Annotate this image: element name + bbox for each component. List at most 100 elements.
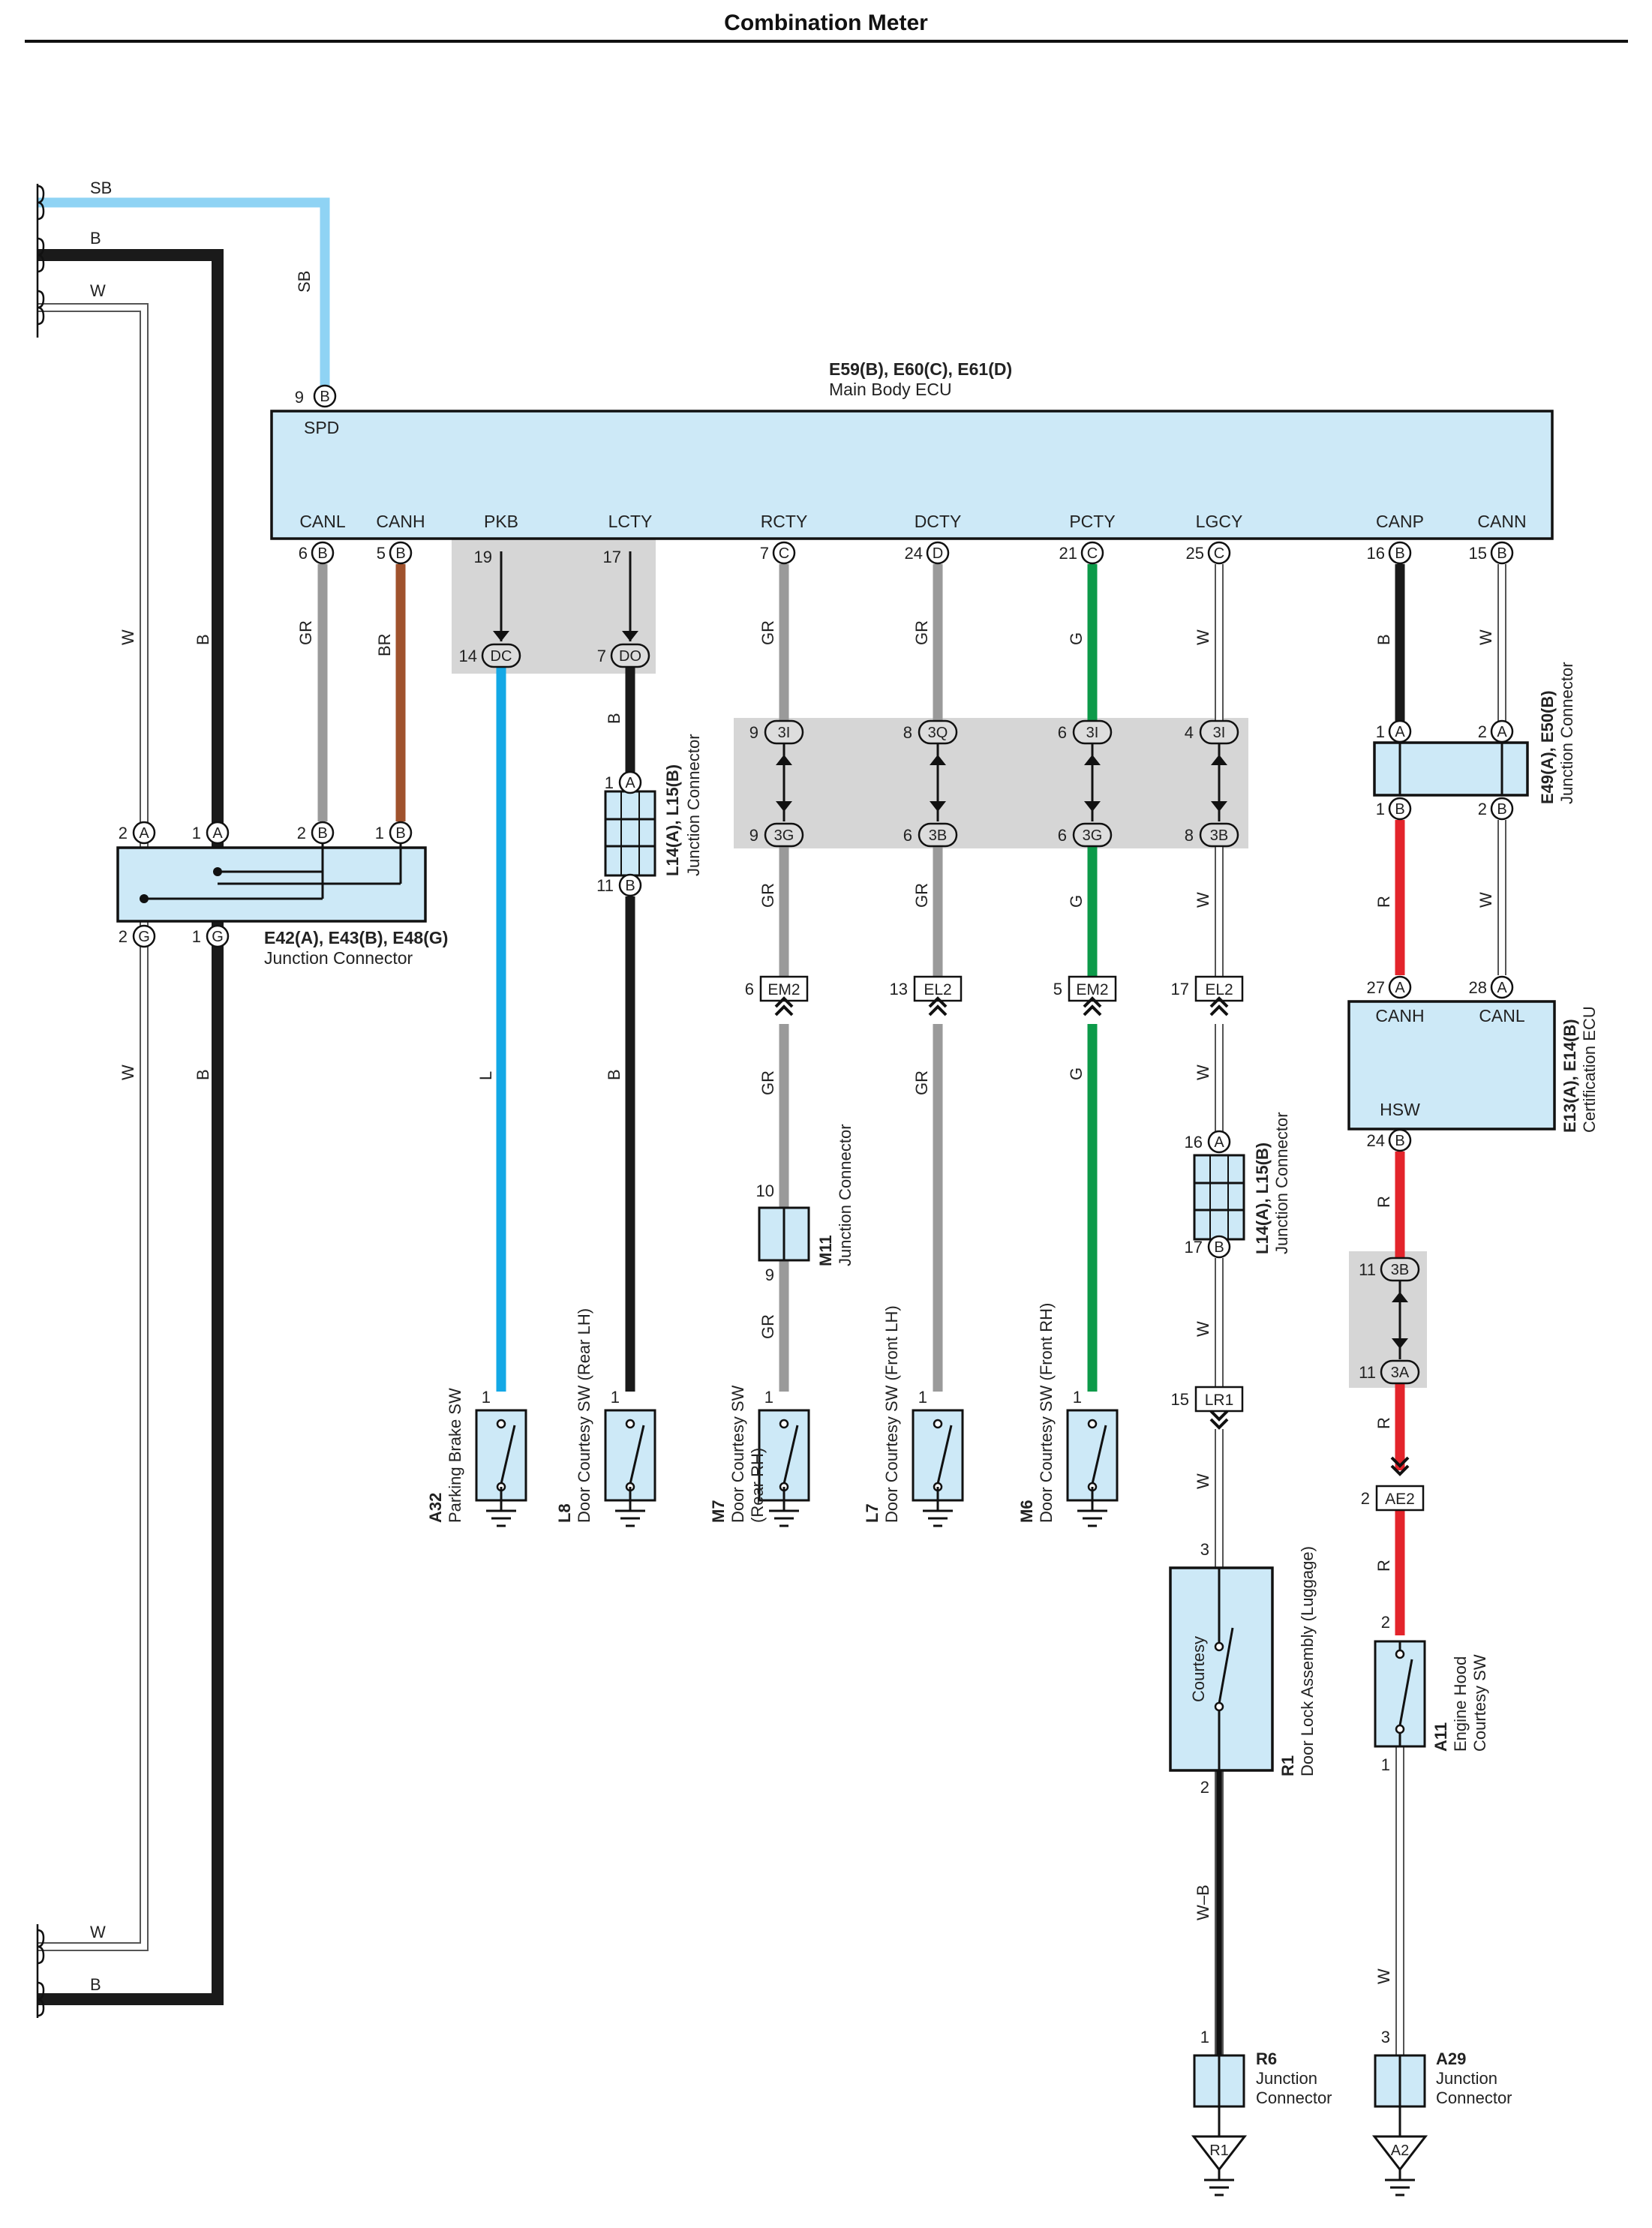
jc3b-bottom-pill bbox=[1380, 1359, 1420, 1385]
jc3b-top-pin: 11 bbox=[1359, 1260, 1376, 1279]
jc3-top-2-code: 3I bbox=[1086, 725, 1099, 741]
a29-desc1: Junction bbox=[1436, 2069, 1497, 2088]
jc3-bottom-pin-1: 6 bbox=[903, 826, 912, 845]
wire-code-hsw-r-1: R bbox=[1374, 1196, 1393, 1208]
jc3-top-1-code: 3Q bbox=[928, 725, 948, 741]
wire-code-w-1: W bbox=[119, 629, 137, 645]
switch-m6-blade bbox=[1091, 1425, 1107, 1485]
wire-code-mid-1-1: GR bbox=[912, 620, 931, 645]
plug-chev-2 bbox=[1083, 996, 1102, 1016]
jc3-bottom-0-code: 3G bbox=[774, 827, 794, 844]
switch-desc-l7: Door Courtesy SW (Front LH) bbox=[882, 1305, 901, 1523]
ecu-terminal-label-pkb: PKB bbox=[484, 512, 518, 531]
ecu-terminal-label-dcty: DCTY bbox=[915, 512, 962, 531]
plug-lr1-box bbox=[1194, 1386, 1244, 1413]
jc3-up-0 bbox=[776, 755, 792, 765]
a11-pin-bottom: 1 bbox=[1381, 1755, 1390, 1774]
r1-code: R1 bbox=[1278, 1755, 1297, 1776]
j1-top-pin-0-circle bbox=[132, 821, 156, 845]
jc3-bottom-pin-0: 9 bbox=[749, 826, 758, 845]
switch-code-a32: A32 bbox=[426, 1493, 445, 1523]
shade-jc-3 bbox=[734, 718, 1248, 848]
plug-pin-1: 13 bbox=[890, 980, 908, 998]
ecu-pin-rcty-circle bbox=[772, 541, 796, 565]
jc-l14-lgcy-name: L14(A), L15(B) bbox=[1253, 1143, 1272, 1254]
r1-blade bbox=[1218, 1627, 1234, 1704]
jc3b-top-code: 3B bbox=[1391, 1262, 1409, 1278]
switch-l7-contact-top bbox=[933, 1419, 943, 1429]
jc3-bottom-1-code: 3B bbox=[929, 827, 947, 844]
j1-top-pin-2-circle bbox=[311, 821, 335, 845]
jc3-bottom-pin-3: 8 bbox=[1185, 826, 1194, 845]
ecu-pin-canl-circle bbox=[311, 541, 335, 565]
wire-code-pcty-3: G bbox=[1067, 1067, 1086, 1080]
wire-code-pkb-l: L bbox=[476, 1071, 495, 1080]
jc3-top-0-pill bbox=[764, 719, 804, 745]
a29-pin: 3 bbox=[1381, 2028, 1390, 2046]
wire-code-wb: W–B bbox=[1194, 1884, 1212, 1920]
bracket-b bbox=[37, 237, 45, 273]
ecu-pin-cann-letter: B bbox=[1497, 545, 1506, 562]
jc3b-bottom-pin: 11 bbox=[1359, 1363, 1376, 1382]
bus-label-w-top: W bbox=[90, 281, 106, 300]
plug-ae2-box bbox=[1375, 1485, 1425, 1512]
r1-pin-top: 3 bbox=[1200, 1540, 1209, 1559]
plug-0-code: EM2 bbox=[767, 981, 800, 998]
e49-bottom-0-letter: B bbox=[1395, 801, 1404, 818]
jc-l14-lcty-bottom-letter: B bbox=[625, 878, 635, 894]
plug-0-box bbox=[759, 975, 809, 1002]
plug-lr1-pin: 15 bbox=[1171, 1390, 1189, 1409]
wire-code-a11-w: W bbox=[1374, 1968, 1393, 1984]
j1-top-pin-2-letter: B bbox=[317, 825, 327, 842]
ecu-spd-label: SPD bbox=[304, 418, 339, 437]
ecu-pin-rcty-letter: C bbox=[779, 545, 789, 562]
r1-contact-top bbox=[1214, 1641, 1224, 1652]
cert-pin-canl-number: 28 bbox=[1469, 978, 1487, 997]
ecu-pin-canp-letter: B bbox=[1395, 545, 1404, 562]
jc3b-down bbox=[1392, 1338, 1408, 1349]
jc3b-top-pill bbox=[1380, 1257, 1420, 1282]
cert-pin-hsw-circle bbox=[1388, 1128, 1412, 1152]
ecu-pin-dcty-circle bbox=[926, 541, 950, 565]
wire-b-bus bbox=[38, 249, 224, 2005]
jc3-bottom-2-code: 3G bbox=[1083, 827, 1103, 844]
jc-l14-lgcy-bottom-letter: B bbox=[1214, 1239, 1224, 1256]
main-body-ecu-desc: Main Body ECU bbox=[829, 380, 952, 399]
switch-pin-3: 1 bbox=[918, 1388, 927, 1407]
ae2-chev bbox=[1390, 1456, 1410, 1476]
jc-l14-lgcy-top-pin: 16 bbox=[1185, 1133, 1203, 1152]
jc-l14-lgcy-bottom-circle bbox=[1207, 1235, 1231, 1259]
jc3-bottom-3-pill bbox=[1199, 822, 1239, 848]
ecu-terminal-label-lgcy: LGCY bbox=[1196, 512, 1243, 531]
plug-pin-3: 17 bbox=[1171, 980, 1189, 998]
wire-code-lcty-b-2: B bbox=[605, 1069, 623, 1080]
jc3-down-2 bbox=[1084, 801, 1101, 812]
wire-code-hsw-r-3: R bbox=[1374, 1560, 1393, 1572]
switch-m6-contact-top bbox=[1087, 1419, 1098, 1429]
r1-box bbox=[1169, 1566, 1274, 1772]
plug-lr1-code: LR1 bbox=[1205, 1392, 1234, 1409]
a11-pin-top: 2 bbox=[1381, 1613, 1390, 1632]
ecu-pin-spd-circle bbox=[313, 384, 337, 408]
switch-l8-contact-top bbox=[625, 1419, 635, 1429]
switch-desc2-m7: (Rear RH) bbox=[748, 1448, 767, 1523]
r6-desc2: Connector bbox=[1256, 2088, 1332, 2107]
jc3-top-pin-3: 4 bbox=[1185, 723, 1194, 742]
switch-pin-0: 1 bbox=[482, 1388, 491, 1407]
jc3-up-3 bbox=[1211, 755, 1227, 765]
e49-top-1-circle bbox=[1490, 719, 1514, 743]
jc3-bottom-2-pill bbox=[1072, 822, 1113, 848]
cert-hsw-label: HSW bbox=[1380, 1100, 1420, 1119]
r6-code: R6 bbox=[1256, 2049, 1277, 2068]
j1-node-2 bbox=[213, 867, 222, 876]
cert-pin-canl-letter: A bbox=[1497, 980, 1507, 996]
ecu-pin-number-rcty: 7 bbox=[760, 544, 769, 563]
jc3-down-0 bbox=[776, 801, 792, 812]
wire-code-lcty-b-1: B bbox=[605, 713, 623, 724]
plug-ae2-code: AE2 bbox=[1385, 1491, 1415, 1508]
wire-code-mid-0-1: GR bbox=[758, 620, 777, 645]
bus-label-b-top: B bbox=[90, 229, 101, 248]
ecu-pin-number-lcty: 17 bbox=[603, 548, 621, 566]
pkb-conn-pin: 14 bbox=[459, 647, 477, 665]
jc-l14-lcty-top-pin: 1 bbox=[605, 773, 614, 792]
